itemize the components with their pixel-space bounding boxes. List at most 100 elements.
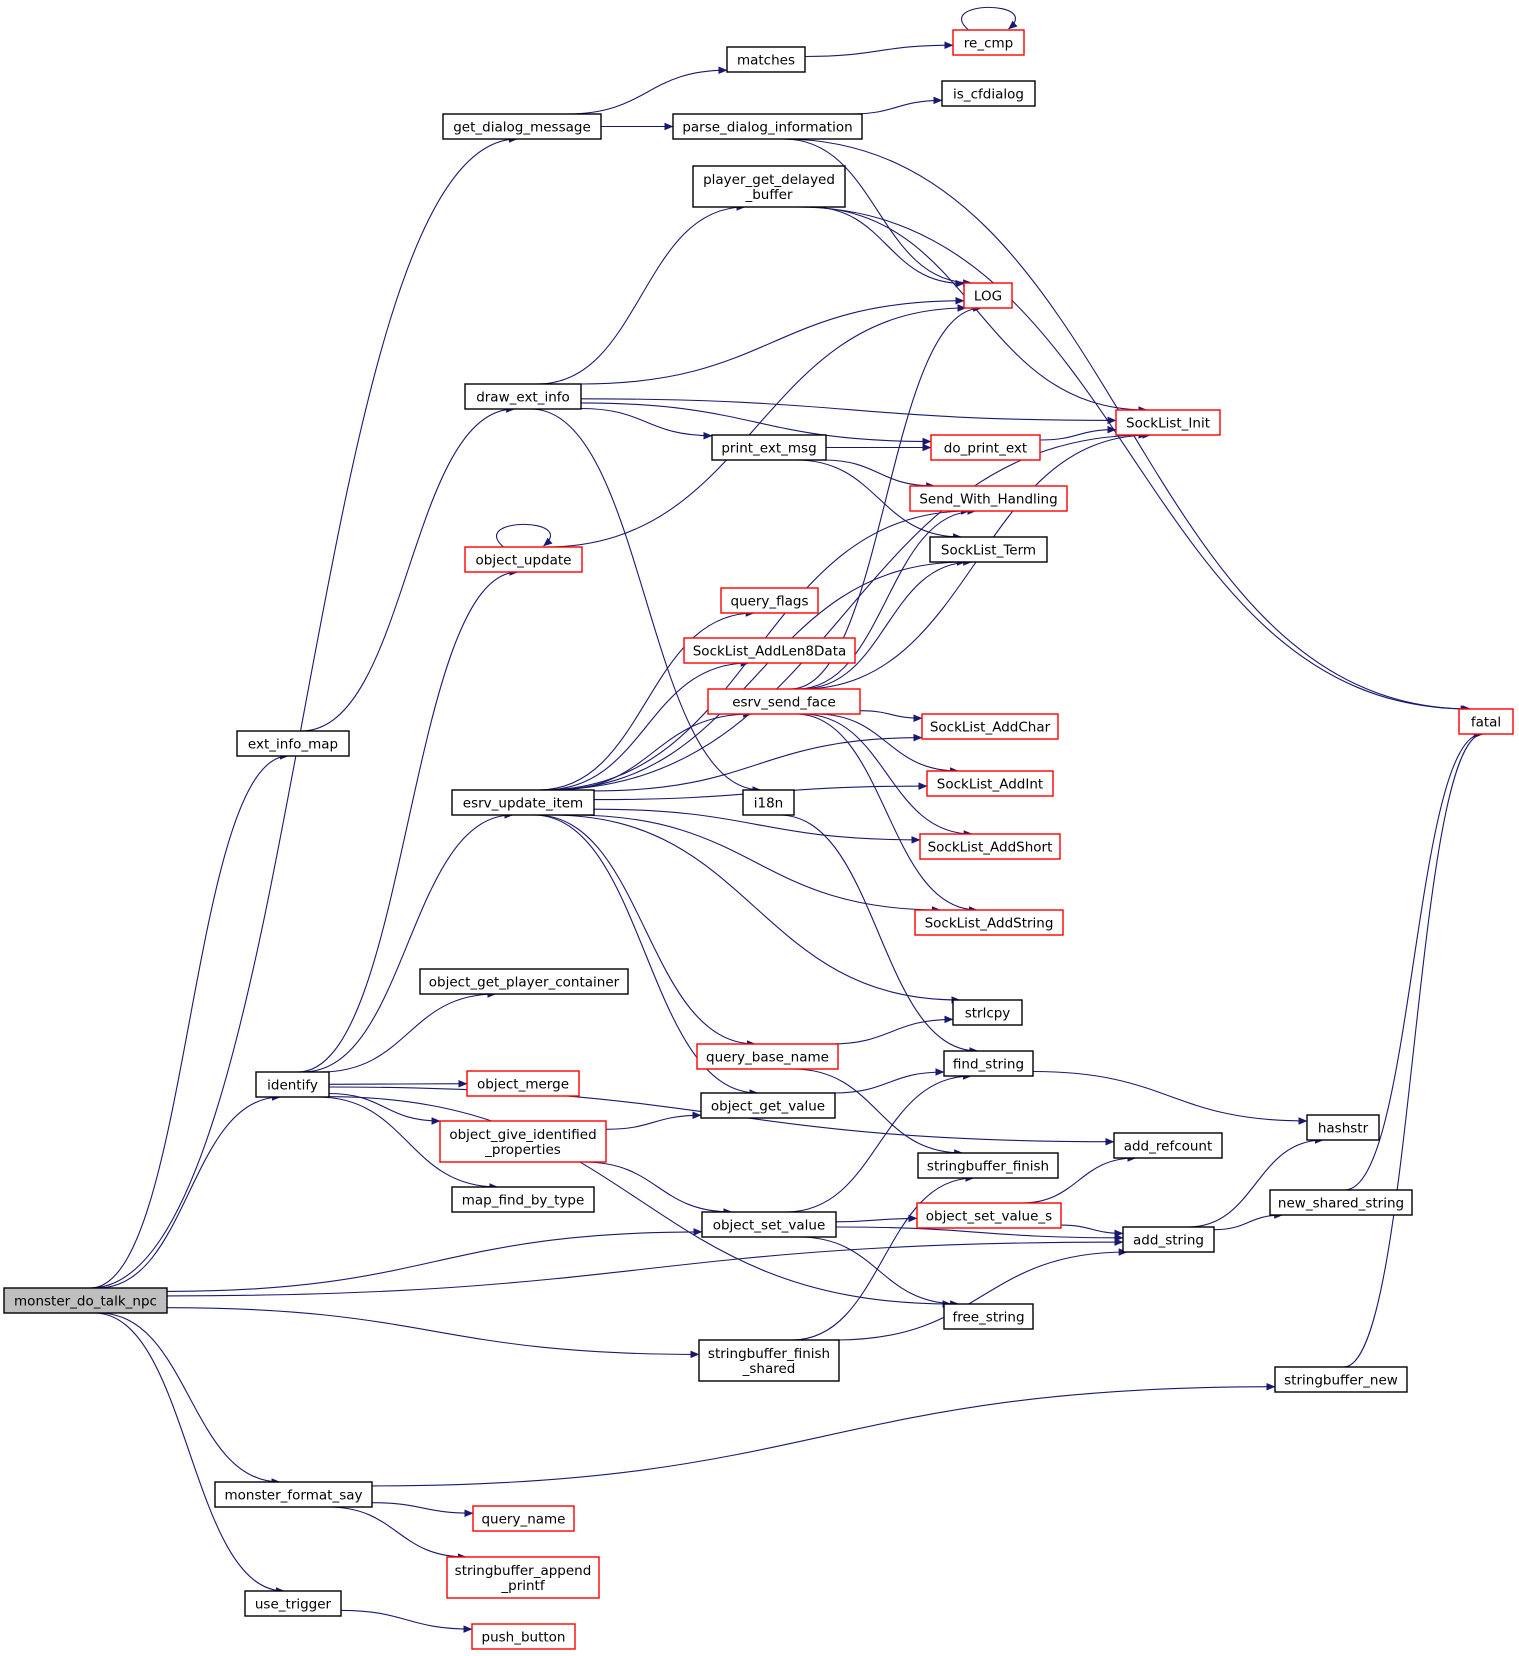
- edge-esrv_send_face-to-SockList_Term: [800, 558, 973, 690]
- node-label: SockList_Init: [1126, 416, 1210, 432]
- edge-path: [1032, 1070, 1308, 1125]
- node-object_update[interactable]: object_update: [464, 546, 583, 573]
- edge-use_trigger-to-push_button: [340, 1609, 473, 1633]
- node-LOG[interactable]: LOG: [963, 282, 1013, 309]
- edge-path: [783, 138, 973, 287]
- node-ext_info_map[interactable]: ext_info_map: [236, 730, 350, 757]
- node-label: object_set_value_s: [926, 1209, 1052, 1225]
- node-add_string[interactable]: add_string: [1122, 1226, 1215, 1253]
- node-find_string[interactable]: find_string: [943, 1050, 1034, 1077]
- node-new_shared_string[interactable]: new_shared_string: [1269, 1189, 1413, 1216]
- node-draw_ext_info[interactable]: draw_ext_info: [464, 383, 582, 410]
- edge-path: [833, 1068, 945, 1094]
- edge-draw_ext_info-to-i18n: [530, 408, 762, 794]
- node-box: [926, 770, 1054, 797]
- node-query_flags[interactable]: query_flags: [720, 587, 819, 614]
- node-label: object_merge: [477, 1077, 569, 1093]
- edge-path: [605, 1111, 702, 1130]
- node-stringbuffer_finish_shared[interactable]: stringbuffer_finish_shared: [698, 1339, 840, 1382]
- edge-path: [328, 1506, 467, 1561]
- node-object_give_identified_properties[interactable]: object_give_identified_properties: [439, 1120, 607, 1163]
- node-SockList_AddShort[interactable]: SockList_AddShort: [919, 833, 1061, 860]
- node-SockList_AddLen8Data[interactable]: SockList_AddLen8Data: [683, 637, 856, 664]
- node-i18n[interactable]: i18n: [742, 789, 795, 816]
- node-print_ext_msg[interactable]: print_ext_msg: [711, 434, 827, 461]
- node-player_get_delayed_buffer[interactable]: player_get_delayed_buffer: [692, 165, 846, 208]
- node-box: [698, 1339, 840, 1382]
- node-push_button[interactable]: push_button: [471, 1623, 576, 1650]
- node-query_name[interactable]: query_name: [472, 1505, 575, 1532]
- node-box: [692, 165, 846, 208]
- edge-identify-to-free_string: [328, 1096, 952, 1308]
- node-SockList_Init[interactable]: SockList_Init: [1115, 409, 1221, 436]
- node-object_set_value[interactable]: object_set_value: [701, 1211, 837, 1238]
- node-SockList_AddChar[interactable]: SockList_AddChar: [921, 713, 1059, 740]
- edge-path: [94, 1312, 285, 1595]
- node-parse_dialog_information[interactable]: parse_dialog_information: [672, 113, 863, 140]
- node-label: Send_With_Handling: [919, 492, 1057, 508]
- edge-path: [798, 1236, 960, 1308]
- node-object_merge[interactable]: object_merge: [466, 1070, 580, 1097]
- node-identify[interactable]: identify: [255, 1071, 330, 1098]
- node-use_trigger[interactable]: use_trigger: [244, 1590, 342, 1617]
- node-box: [726, 46, 806, 73]
- edge-esrv_send_face-to-SockList_AddShort: [801, 713, 973, 838]
- node-object_set_value_s[interactable]: object_set_value_s: [916, 1202, 1062, 1229]
- node-object_get_player_container[interactable]: object_get_player_container: [419, 968, 629, 995]
- node-re_cmp[interactable]: re_cmp: [952, 29, 1025, 56]
- edge-monster_do_talk_npc-to-monster_format_say: [98, 1312, 281, 1486]
- node-fatal[interactable]: fatal: [1458, 708, 1514, 735]
- node-Send_With_Handling[interactable]: Send_With_Handling: [909, 485, 1068, 512]
- node-box: [419, 968, 629, 995]
- node-label: free_string: [952, 1310, 1024, 1326]
- node-label: hashstr: [1318, 1121, 1369, 1137]
- edge-path: [580, 407, 713, 440]
- node-do_print_ext[interactable]: do_print_ext: [930, 434, 1041, 461]
- node-is_cfdialog[interactable]: is_cfdialog: [941, 80, 1036, 107]
- node-stringbuffer_append_printf[interactable]: stringbuffer_append_printf: [446, 1556, 600, 1599]
- node-monster_format_say[interactable]: monster_format_say: [214, 1481, 373, 1508]
- node-object_get_value[interactable]: object_get_value: [700, 1092, 836, 1119]
- node-esrv_update_item[interactable]: esrv_update_item: [451, 789, 595, 816]
- node-box: [451, 789, 595, 816]
- edge-draw_ext_info-to-LOG: [580, 296, 965, 385]
- node-stringbuffer_new[interactable]: stringbuffer_new: [1274, 1366, 1408, 1393]
- node-strlcpy[interactable]: strlcpy: [952, 999, 1023, 1026]
- node-stringbuffer_finish[interactable]: stringbuffer_finish: [917, 1152, 1059, 1179]
- node-free_string[interactable]: free_string: [943, 1303, 1034, 1330]
- node-hashstr[interactable]: hashstr: [1306, 1114, 1380, 1141]
- node-label: object_update: [476, 553, 572, 569]
- edge-object_give_identified_properties-to-object_set_value: [583, 1161, 733, 1216]
- node-esrv_send_face[interactable]: esrv_send_face: [707, 688, 861, 715]
- edge-esrv_update_item-to-SockList_AddChar: [593, 733, 923, 792]
- edge-path: [328, 1092, 441, 1125]
- node-label: esrv_send_face: [732, 695, 836, 711]
- node-box: [914, 909, 1064, 936]
- edge-path: [166, 1238, 1124, 1297]
- node-matches[interactable]: matches: [726, 46, 806, 73]
- edge-path: [822, 459, 936, 490]
- edge-esrv_send_face-to-SockList_AddString: [795, 713, 978, 914]
- node-label: object_get_player_container: [429, 975, 620, 991]
- edge-path: [1060, 1224, 1124, 1238]
- edge-player_get_delayed_buffer-to-LOG: [810, 206, 965, 288]
- node-SockList_AddString[interactable]: SockList_AddString: [914, 909, 1064, 936]
- edge-monster_format_say-to-stringbuffer_append_printf: [328, 1506, 467, 1561]
- node-map_find_by_type[interactable]: map_find_by_type: [451, 1186, 595, 1213]
- node-box: [1122, 1226, 1215, 1253]
- node-SockList_AddInt[interactable]: SockList_AddInt: [926, 770, 1054, 797]
- edge-path: [836, 1248, 1128, 1341]
- node-SockList_Term[interactable]: SockList_Term: [929, 536, 1048, 563]
- node-label: i18n: [754, 796, 784, 812]
- node-add_refcount[interactable]: add_refcount: [1113, 1132, 1223, 1159]
- node-get_dialog_message[interactable]: get_dialog_message: [442, 113, 602, 140]
- node-query_base_name[interactable]: query_base_name: [696, 1043, 839, 1070]
- edge-esrv_send_face-to-SockList_AddInt: [815, 713, 960, 775]
- edge-identify-to-object_update: [297, 568, 519, 1073]
- edge-path: [580, 398, 1117, 425]
- edge-esrv_update_item-to-SockList_Term: [545, 558, 966, 791]
- edge-parse_dialog_information-to-LOG: [783, 138, 973, 287]
- node-box: [943, 1050, 1034, 1077]
- node-label: stringbuffer_append_printf: [455, 1563, 592, 1594]
- edge-path: [593, 808, 921, 844]
